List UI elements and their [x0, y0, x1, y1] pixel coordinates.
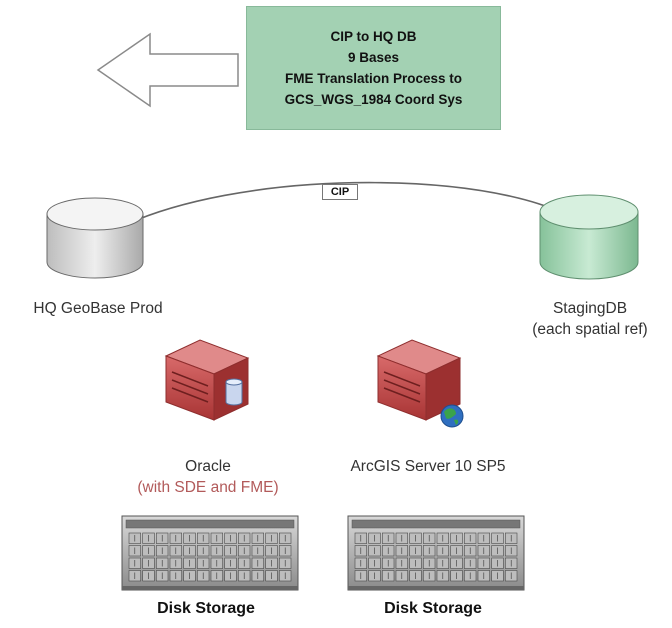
- fme-translation-process-box: CIP to HQ DB 9 Bases FME Translation Pro…: [246, 6, 501, 130]
- process-line: GCS_WGS_1984 Coord Sys: [284, 92, 463, 107]
- process-line: FME Translation Process to: [284, 71, 463, 86]
- disk-storage-label-right: Disk Storage: [384, 600, 482, 617]
- hq-geobase-database-icon: [46, 197, 144, 279]
- process-line: CIP to HQ DB: [330, 29, 417, 44]
- disk-storage-rack-icon: [347, 515, 525, 591]
- hq-geobase-label: HQ GeoBase Prod: [33, 300, 163, 317]
- staging-db-sublabel: (each spatial ref): [532, 321, 648, 338]
- database-badge-icon: [225, 378, 243, 406]
- oracle-label: Oracle: [185, 458, 231, 475]
- arcgis-server-icon: [376, 339, 464, 428]
- oracle-sublabel: (with SDE and FME): [137, 479, 279, 496]
- oracle-server-icon: [164, 339, 250, 421]
- disk-storage-rack-icon: [121, 515, 299, 591]
- cip-connector-label: CIP: [322, 184, 358, 200]
- direction-arrow-icon: [96, 32, 239, 108]
- process-line: 9 Bases: [347, 50, 400, 65]
- disk-storage-label-left: Disk Storage: [157, 600, 255, 617]
- staging-db-label: StagingDB: [552, 300, 628, 317]
- arcgis-server-label: ArcGIS Server 10 SP5: [350, 458, 506, 475]
- globe-badge-icon: [440, 404, 464, 428]
- staging-database-icon: [539, 194, 639, 280]
